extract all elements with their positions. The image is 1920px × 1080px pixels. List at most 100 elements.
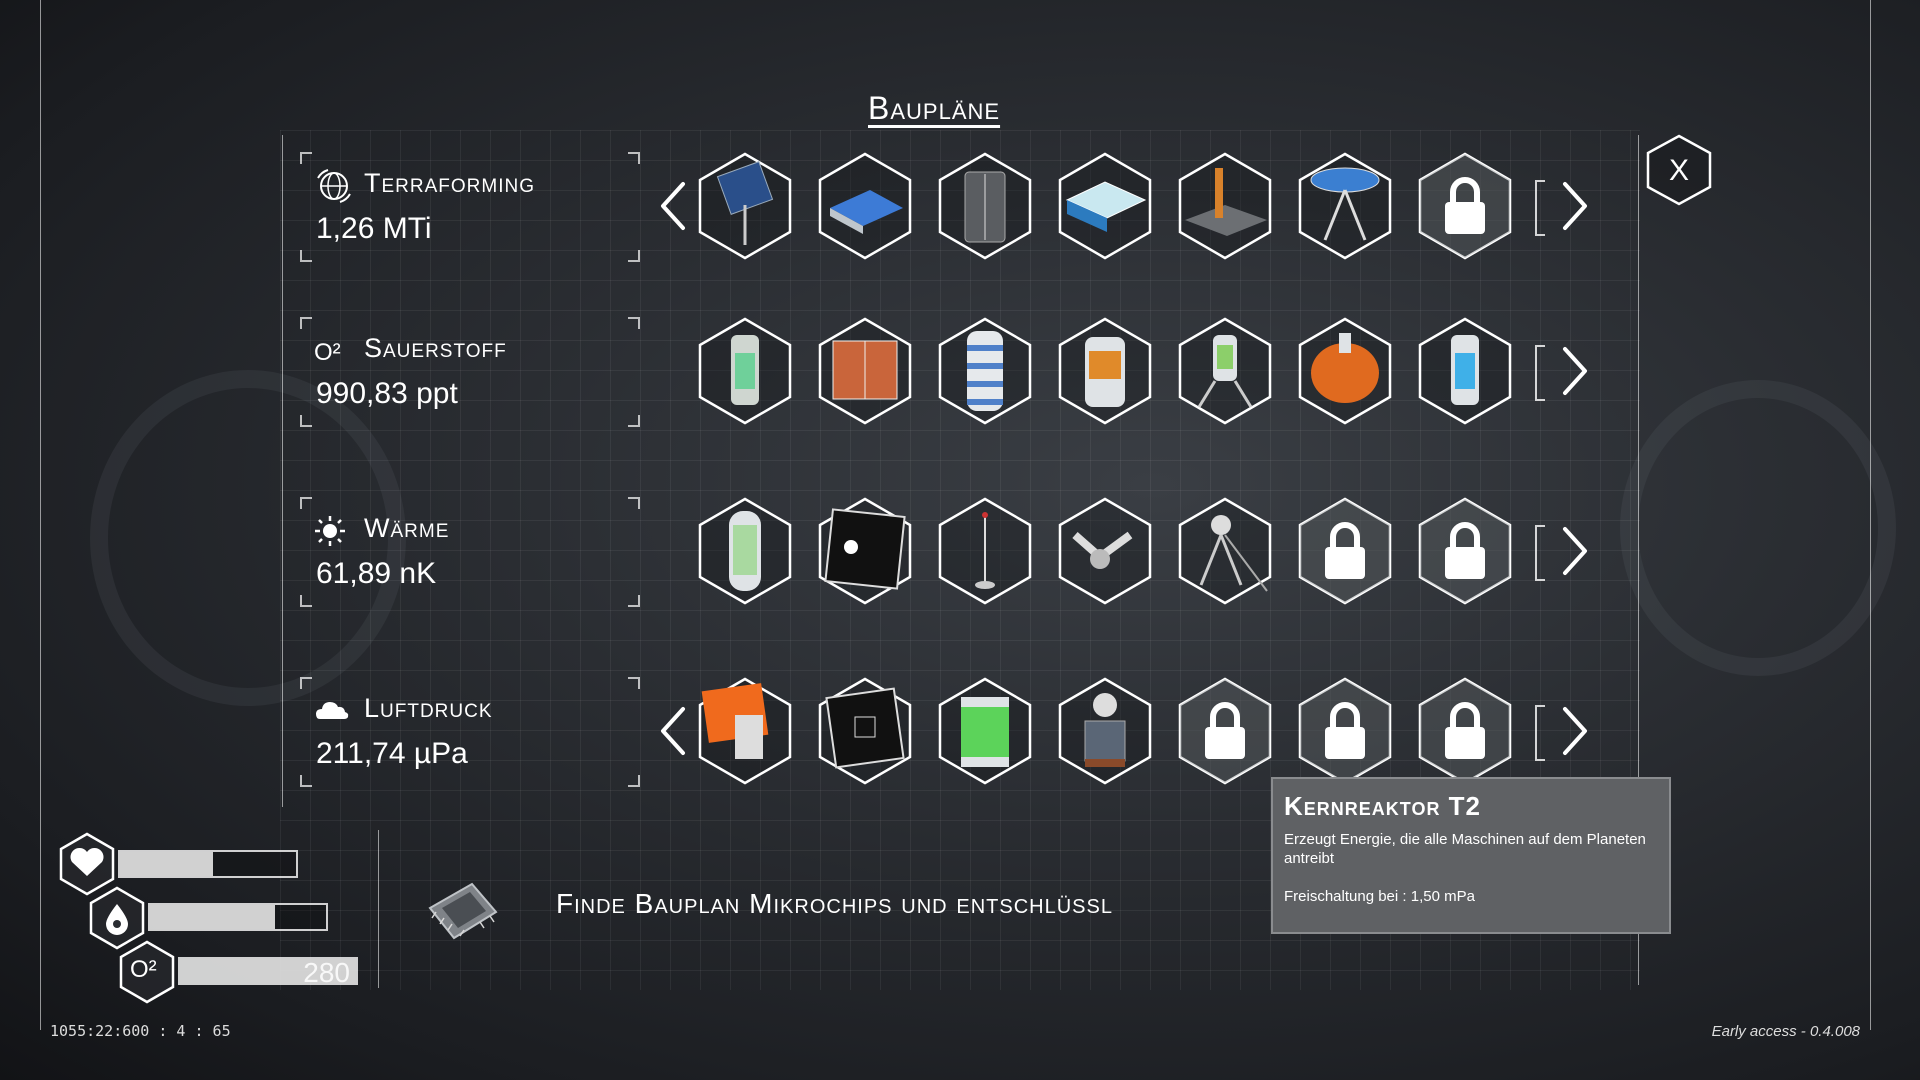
stat-bracket (300, 775, 312, 787)
close-button[interactable]: X (1646, 134, 1712, 206)
stat-bracket (628, 595, 640, 607)
blueprint-tooltip: Kernreaktor T2 Erzeugt Energie, die alle… (1271, 777, 1671, 934)
blueprint-item-solar-screen[interactable] (815, 495, 915, 607)
stat-bracket (300, 250, 312, 262)
tooltip-description: Erzeugt Energie, die alle Maschinen auf … (1284, 831, 1646, 867)
blueprint-item-green-reactor[interactable] (935, 675, 1035, 787)
blueprint-item-bed[interactable] (815, 150, 915, 262)
o2-icon: O² (118, 940, 176, 1004)
blueprint-item-radar-dish[interactable] (695, 675, 795, 787)
stat-bracket (628, 250, 640, 262)
blueprint-item-partial (1535, 180, 1545, 236)
blueprint-item-locked[interactable] (1295, 675, 1395, 787)
blueprint-item-tripod-scanner[interactable] (1175, 495, 1275, 607)
blueprint-item-satellite-dish[interactable] (1295, 150, 1395, 262)
blueprint-item-locker[interactable] (935, 150, 1035, 262)
chevron-left-icon[interactable] (655, 180, 695, 232)
stat-luftdruck: Luftdruck 211,74 µPa (300, 677, 640, 787)
blueprint-item-locked[interactable] (1295, 495, 1395, 607)
stat-bracket (300, 152, 312, 164)
stat-label: Sauerstoff (364, 333, 507, 363)
blueprint-item-orange-generator[interactable] (1055, 315, 1155, 427)
tooltip-title: Kernreaktor T2 (1284, 791, 1482, 821)
stat-label: Wärme (364, 513, 450, 543)
blueprint-item-green-tripod-unit[interactable] (1175, 315, 1275, 427)
stat-value: 1,26 MTi (316, 212, 432, 245)
lock-icon (1445, 177, 1485, 234)
blueprint-item-striped-tank[interactable] (935, 315, 1035, 427)
blueprint-row-terraforming (655, 150, 1605, 262)
frame-line-mission-left (378, 830, 379, 988)
stat-bracket (628, 497, 640, 509)
lock-icon (1445, 702, 1485, 759)
chevron-right-icon[interactable] (1555, 180, 1595, 232)
stat-bracket (628, 152, 640, 164)
blueprint-item-partial (1535, 705, 1545, 761)
blueprint-item-green-capsule[interactable] (695, 495, 795, 607)
stat-bracket (300, 677, 312, 689)
blueprint-item-blue-tube-generator[interactable] (1415, 315, 1515, 427)
chevron-right-icon[interactable] (1555, 705, 1595, 757)
page-title: Baupläne (868, 90, 1001, 126)
frame-line-right-outer (1870, 0, 1871, 1030)
frame-line-left-outer (40, 0, 41, 1030)
stat-bracket (628, 677, 640, 689)
lock-icon (1325, 522, 1365, 579)
globe-icon (314, 168, 354, 204)
chevron-right-icon[interactable] (1555, 525, 1595, 577)
tooltip-unlock: Freischaltung bei : 1,50 mPa (1284, 888, 1475, 905)
stat-bracket (628, 775, 640, 787)
blueprint-item-antenna-pole[interactable] (935, 495, 1035, 607)
blueprint-item-green-tube-generator[interactable] (695, 315, 795, 427)
stat-prefix: O² (314, 339, 341, 366)
vital-bar-fill (120, 852, 214, 876)
sun-icon (314, 513, 354, 549)
vital-bar-health (118, 850, 298, 878)
stat-bracket (628, 415, 640, 427)
blueprint-item-drill-rig[interactable] (1055, 675, 1155, 787)
blueprint-item-drill-platform[interactable] (1175, 150, 1275, 262)
stat-bracket (300, 497, 312, 509)
blueprint-item-partial (1535, 345, 1545, 401)
blueprint-item-solar-panel[interactable] (695, 150, 795, 262)
microchip-icon (420, 878, 502, 946)
cloud-icon (314, 693, 354, 729)
blueprint-item-heater-cabinet[interactable] (815, 315, 915, 427)
stat-wrme: Wärme 61,89 nK (300, 497, 640, 607)
blueprint-row-heat (655, 495, 1605, 607)
drop-icon (88, 886, 146, 950)
frame-line-right (1638, 135, 1639, 985)
blueprint-item-locked[interactable] (1415, 495, 1515, 607)
blueprint-item-orange-reactor[interactable] (1295, 315, 1395, 427)
oxygen-icon: O² (314, 333, 354, 369)
stat-label: Luftdruck (364, 693, 493, 723)
blueprint-item-glass-table[interactable] (1055, 150, 1155, 262)
stat-value: 990,83 ppt (316, 377, 458, 410)
blueprint-row-pressure (655, 675, 1605, 787)
frame-line-left (282, 135, 283, 807)
blueprint-item-locked[interactable] (1415, 150, 1515, 262)
blueprint-item-locked[interactable] (1415, 675, 1515, 787)
stat-bracket (628, 317, 640, 329)
lock-icon (1205, 702, 1245, 759)
lock-icon (1445, 522, 1485, 579)
blueprint-item-container-panel[interactable] (815, 675, 915, 787)
vital-bar-water (148, 903, 328, 931)
vital-bar-fill (180, 959, 356, 983)
blueprint-item-partial (1535, 525, 1545, 581)
vital-bar-fill (150, 905, 275, 929)
stat-value: 61,89 nK (316, 557, 437, 590)
chevron-right-icon[interactable] (1555, 345, 1595, 397)
blueprint-item-robotic-arm[interactable] (1055, 495, 1155, 607)
background-ring-right (1620, 380, 1896, 676)
stat-sauerstoff: O² Sauerstoff 990,83 ppt (300, 317, 640, 427)
vital-bar-oxygen: 280 (178, 957, 358, 988)
footer-timestamp: 1055:22:600 : 4 : 65 (50, 1022, 231, 1040)
chevron-left-icon[interactable] (655, 705, 695, 757)
stat-bracket (300, 317, 312, 329)
mission-text: Finde Bauplan Mikrochips und entschlüssl (556, 888, 1113, 919)
stat-bracket (300, 415, 312, 427)
blueprint-item-locked[interactable] (1175, 675, 1275, 787)
stat-value: 211,74 µPa (316, 737, 468, 770)
